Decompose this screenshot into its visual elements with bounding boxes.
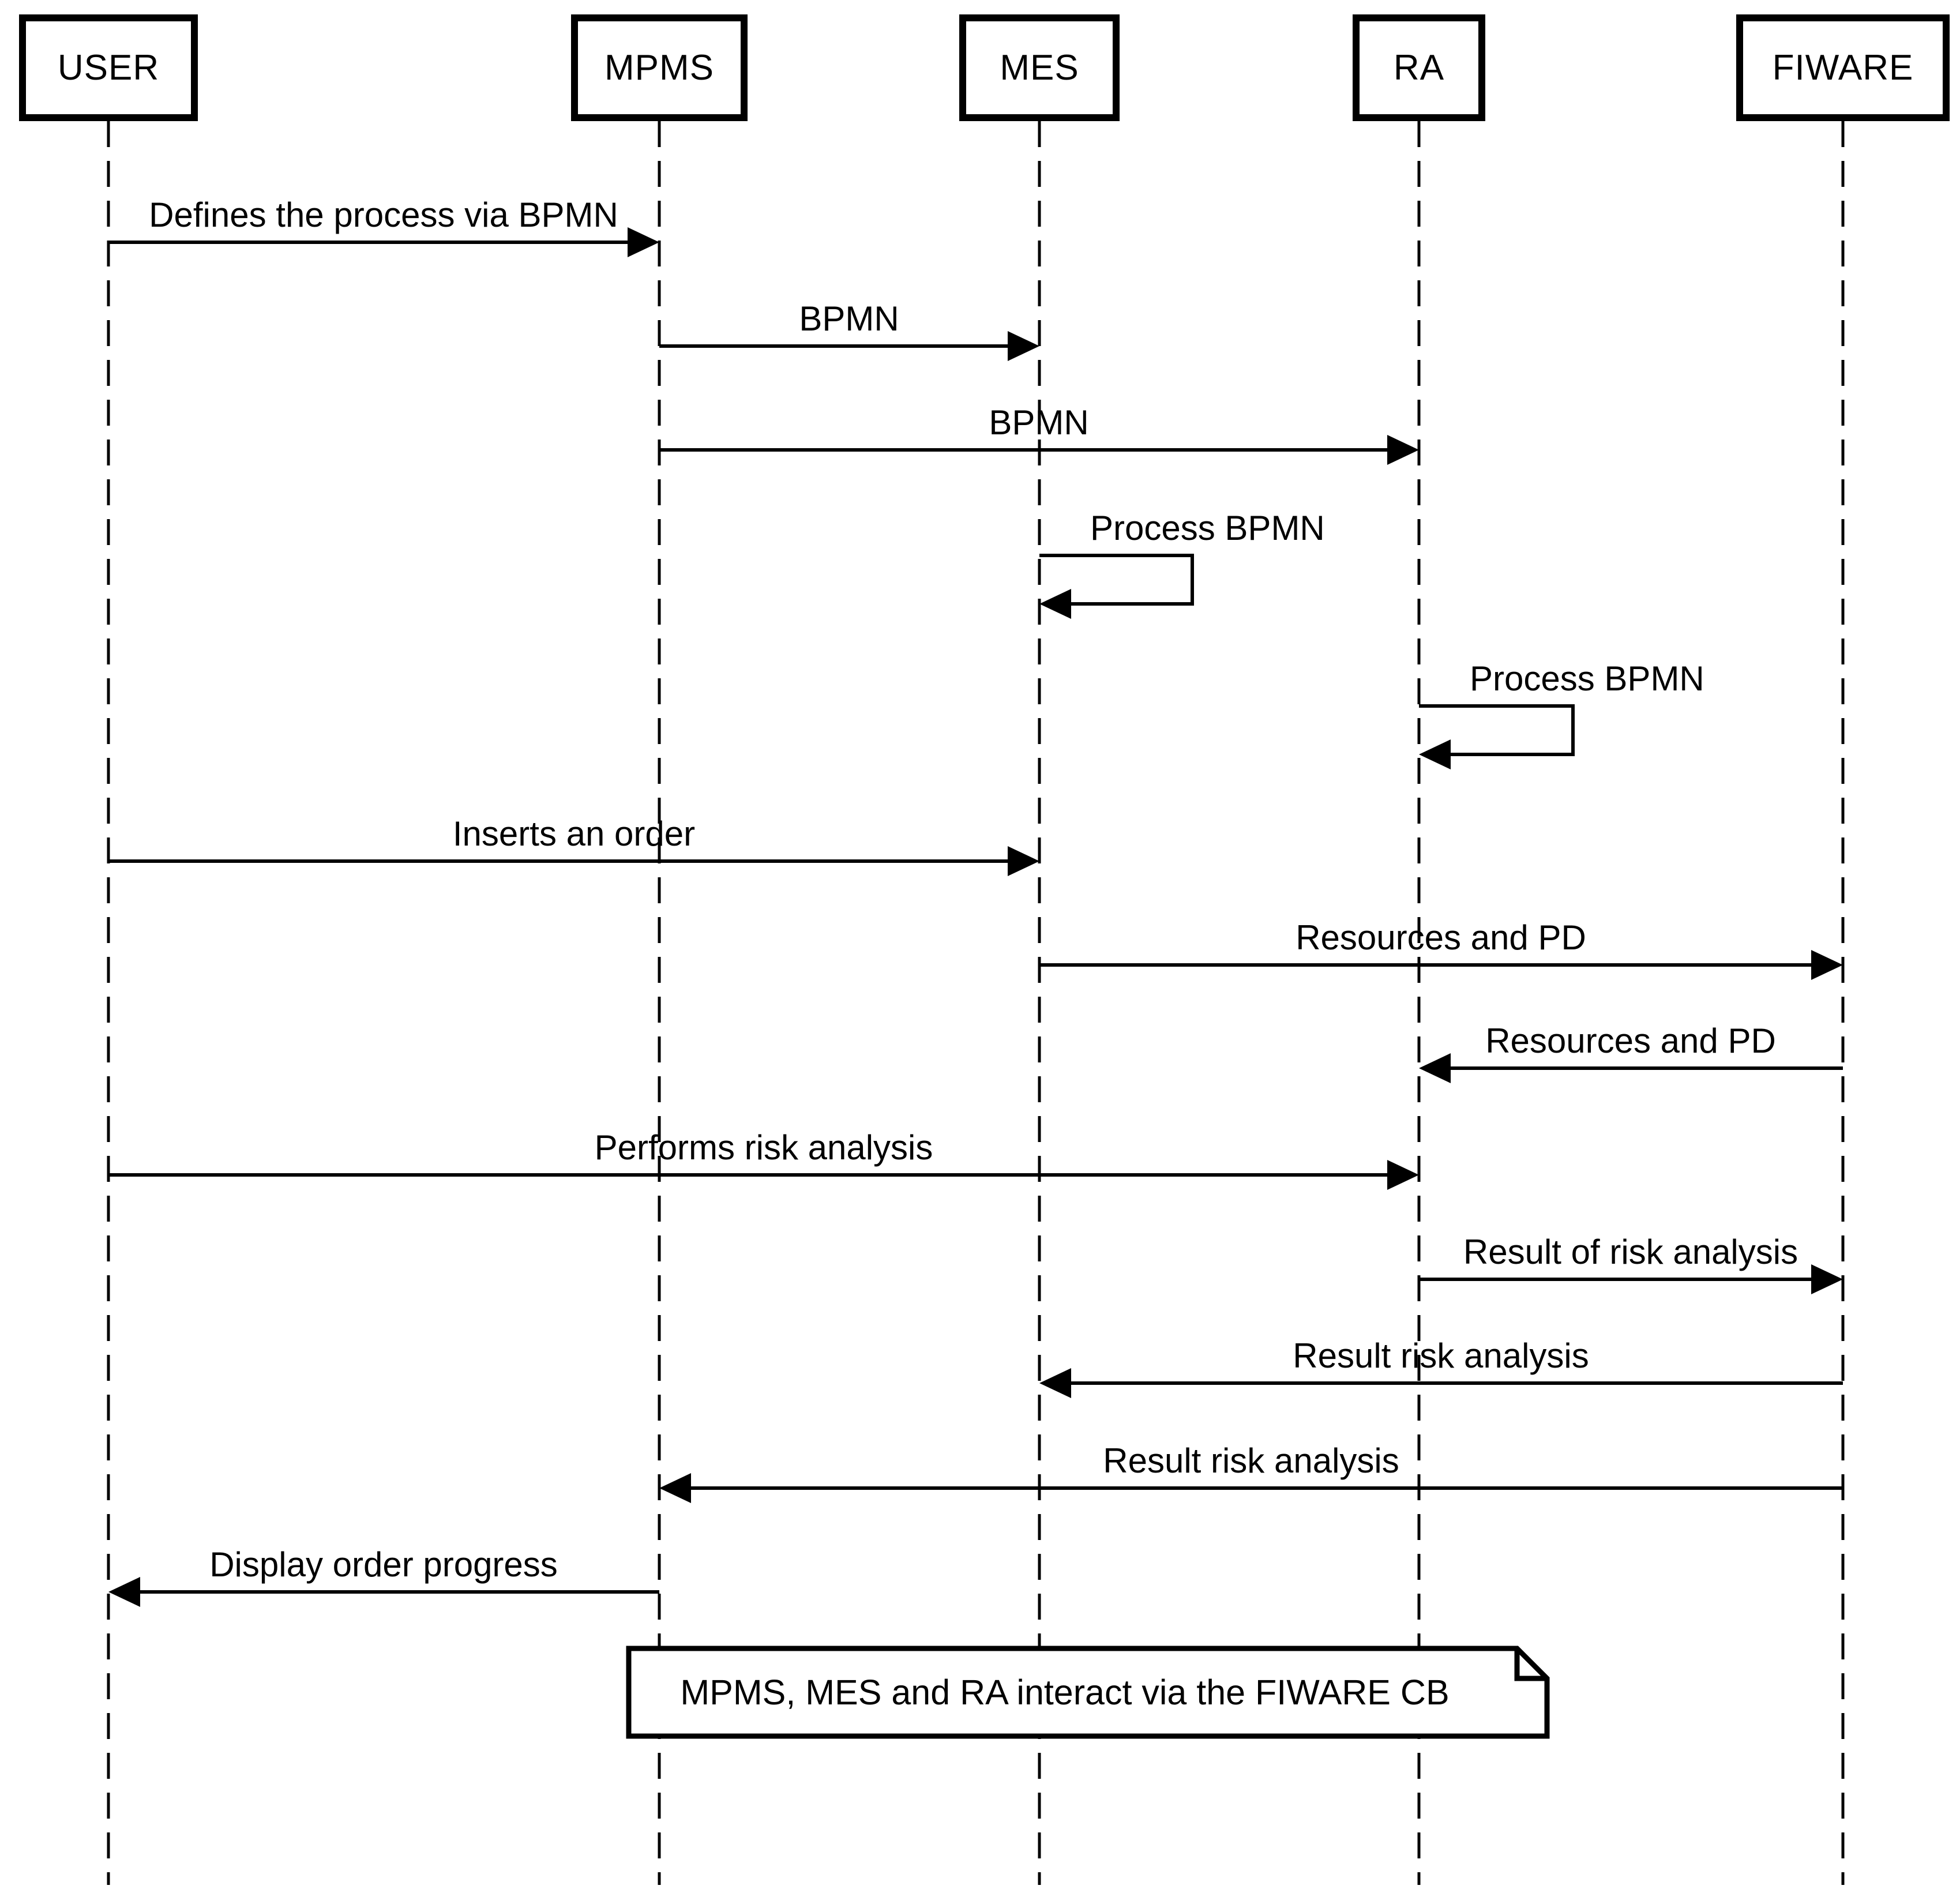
- arrow-bpmn-to-mes: [659, 331, 1039, 361]
- message-label-bpmn-to-ra: BPMN: [989, 403, 1089, 442]
- self-arrow-ra-process-bpmn: [1419, 704, 1575, 769]
- message-label-process-bpmn-mes: Process BPMN: [1090, 509, 1325, 547]
- participant-label-mpms: MPMS: [604, 48, 714, 88]
- message-label-inserts-order: Inserts an order: [452, 814, 696, 853]
- message-label-result-risk-analysis-mes: Result risk analysis: [1293, 1336, 1589, 1375]
- participant-box-mpms: MPMS: [571, 14, 748, 121]
- arrow-result-risk-analysis-to-mes: [1039, 1368, 1843, 1398]
- arrow-result-risk-analysis-to-mpms: [659, 1473, 1843, 1503]
- message-label-process-bpmn-ra: Process BPMN: [1470, 659, 1704, 698]
- message-label-result-of-risk-analysis: Result of risk analysis: [1463, 1233, 1798, 1271]
- participant-label-fiware: FIWARE: [1772, 48, 1914, 88]
- message-label-resources-pd-to-ra: Resources and PD: [1485, 1021, 1776, 1060]
- arrow-resources-pd-to-ra: [1419, 1053, 1843, 1083]
- arrow-bpmn-to-ra: [659, 435, 1419, 465]
- participant-box-user: USER: [19, 14, 198, 121]
- participant-label-mes: MES: [1000, 48, 1079, 88]
- arrow-performs-risk-analysis: [108, 1160, 1419, 1190]
- participant-label-user: USER: [57, 48, 160, 88]
- participant-label-ra: RA: [1393, 48, 1445, 88]
- message-label-result-risk-analysis-mpms: Result risk analysis: [1103, 1441, 1399, 1480]
- arrow-inserts-order: [108, 846, 1039, 876]
- message-label-resources-pd-to-fiware: Resources and PD: [1296, 918, 1586, 957]
- note-text: MPMS, MES and RA interact via the FIWARE…: [680, 1673, 1450, 1712]
- arrow-defines-process: [108, 227, 659, 257]
- message-label-performs-risk-analysis: Performs risk analysis: [594, 1128, 933, 1167]
- participant-box-mes: MES: [959, 14, 1120, 121]
- arrow-display-order-progress: [108, 1577, 659, 1607]
- message-label-defines-process: Defines the process via BPMN: [149, 196, 618, 234]
- message-label-bpmn-to-mes: BPMN: [799, 299, 899, 338]
- participant-box-ra: RA: [1353, 14, 1485, 121]
- arrow-result-of-risk-analysis: [1419, 1264, 1843, 1294]
- participant-box-fiware: FIWARE: [1736, 14, 1950, 121]
- note-box: [626, 1646, 1550, 1739]
- self-arrow-mes-process-bpmn: [1039, 554, 1194, 619]
- message-label-display-order-progress: Display order progress: [209, 1545, 558, 1584]
- arrow-resources-pd-to-fiware: [1039, 950, 1843, 980]
